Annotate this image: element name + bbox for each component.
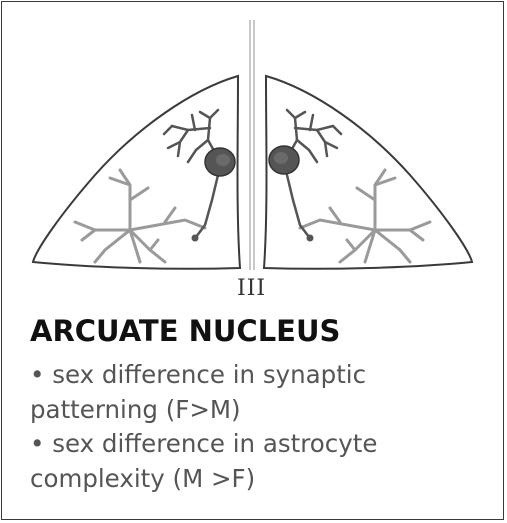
finding-list: • sex difference in synaptic patterning … [30, 358, 500, 496]
bullet-astrocyte-line1: • sex difference in astrocyte [30, 427, 500, 462]
bullet-synaptic-line2: patterning (F>M) [30, 393, 500, 428]
right-astrocyte [300, 170, 430, 262]
right-nucleus-outline [264, 76, 472, 269]
third-ventricle-label: III [237, 276, 266, 301]
left-astrocyte [75, 170, 205, 262]
bullet-synaptic-line1: • sex difference in synaptic [30, 358, 500, 393]
region-title: ARCUATE NUCLEUS [30, 314, 340, 348]
bullet-astrocyte-line2: complexity (M >F) [30, 462, 500, 497]
third-ventricle [250, 20, 254, 270]
